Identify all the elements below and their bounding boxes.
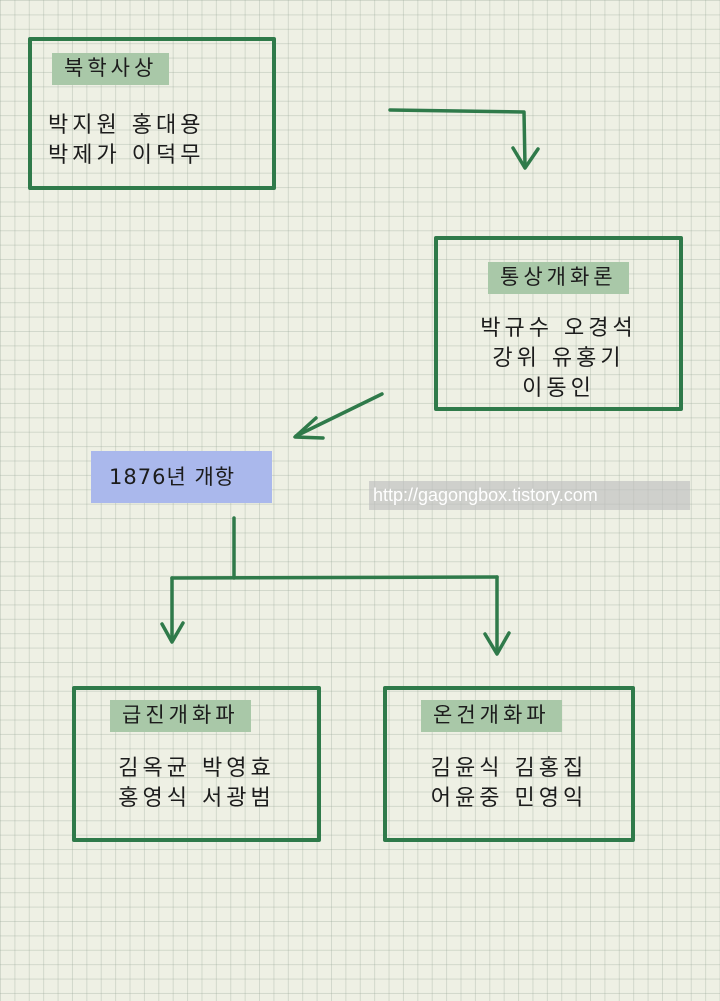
box-bukhak-title: 북학사상 — [52, 53, 170, 85]
names-line: 이동인 — [522, 376, 595, 401]
names-line: 박지원 홍대용 — [48, 113, 205, 138]
box-tongsang: 통상개화론 박규수 오경석 강위 유홍기 이동인 — [434, 236, 683, 411]
arrow-bukhak-to-tongsang — [388, 108, 527, 168]
names-line: 강위 유홍기 — [492, 346, 625, 371]
arrowhead-3 — [160, 621, 185, 644]
arrow-tongsang-to-event — [294, 392, 384, 438]
box-tongsang-names: 박규수 오경석 강위 유홍기 이동인 — [438, 314, 679, 404]
watermark-url: http://gagongbox.tistory.com — [369, 481, 690, 510]
names-line: 박제가 이덕무 — [48, 143, 205, 168]
box-geupjin-names: 김옥균 박영효 홍영식 서광범 — [76, 754, 317, 814]
names-line: 김옥균 박영효 — [118, 756, 275, 781]
box-ongeon-title: 온건개화파 — [421, 700, 562, 732]
names-line: 홍영식 서광범 — [118, 786, 275, 811]
box-ongeon: 온건개화파 김윤식 김홍집 어윤중 민영익 — [383, 686, 635, 842]
box-tongsang-title: 통상개화론 — [488, 262, 629, 294]
box-bukhak: 북학사상 박지원 홍대용 박제가 이덕무 — [28, 37, 276, 190]
names-line: 김윤식 김홍집 — [430, 756, 588, 781]
names-line: 박규수 오경석 — [480, 316, 637, 341]
event-badge: 1876년 개항 — [91, 451, 272, 503]
connector-horizontal — [170, 575, 499, 580]
box-bukhak-names: 박지원 홍대용 박제가 이덕무 — [48, 111, 204, 171]
arrowhead-4 — [483, 631, 511, 656]
box-geupjin: 급진개화파 김옥균 박영효 홍영식 서광범 — [72, 686, 321, 842]
arrowhead-2 — [293, 416, 325, 440]
arrowhead-1 — [511, 146, 540, 170]
names-line: 어윤중 민영익 — [430, 786, 588, 811]
box-geupjin-title: 급진개화파 — [110, 700, 251, 732]
box-ongeon-names: 김윤식 김홍집 어윤중 민영익 — [387, 754, 631, 814]
